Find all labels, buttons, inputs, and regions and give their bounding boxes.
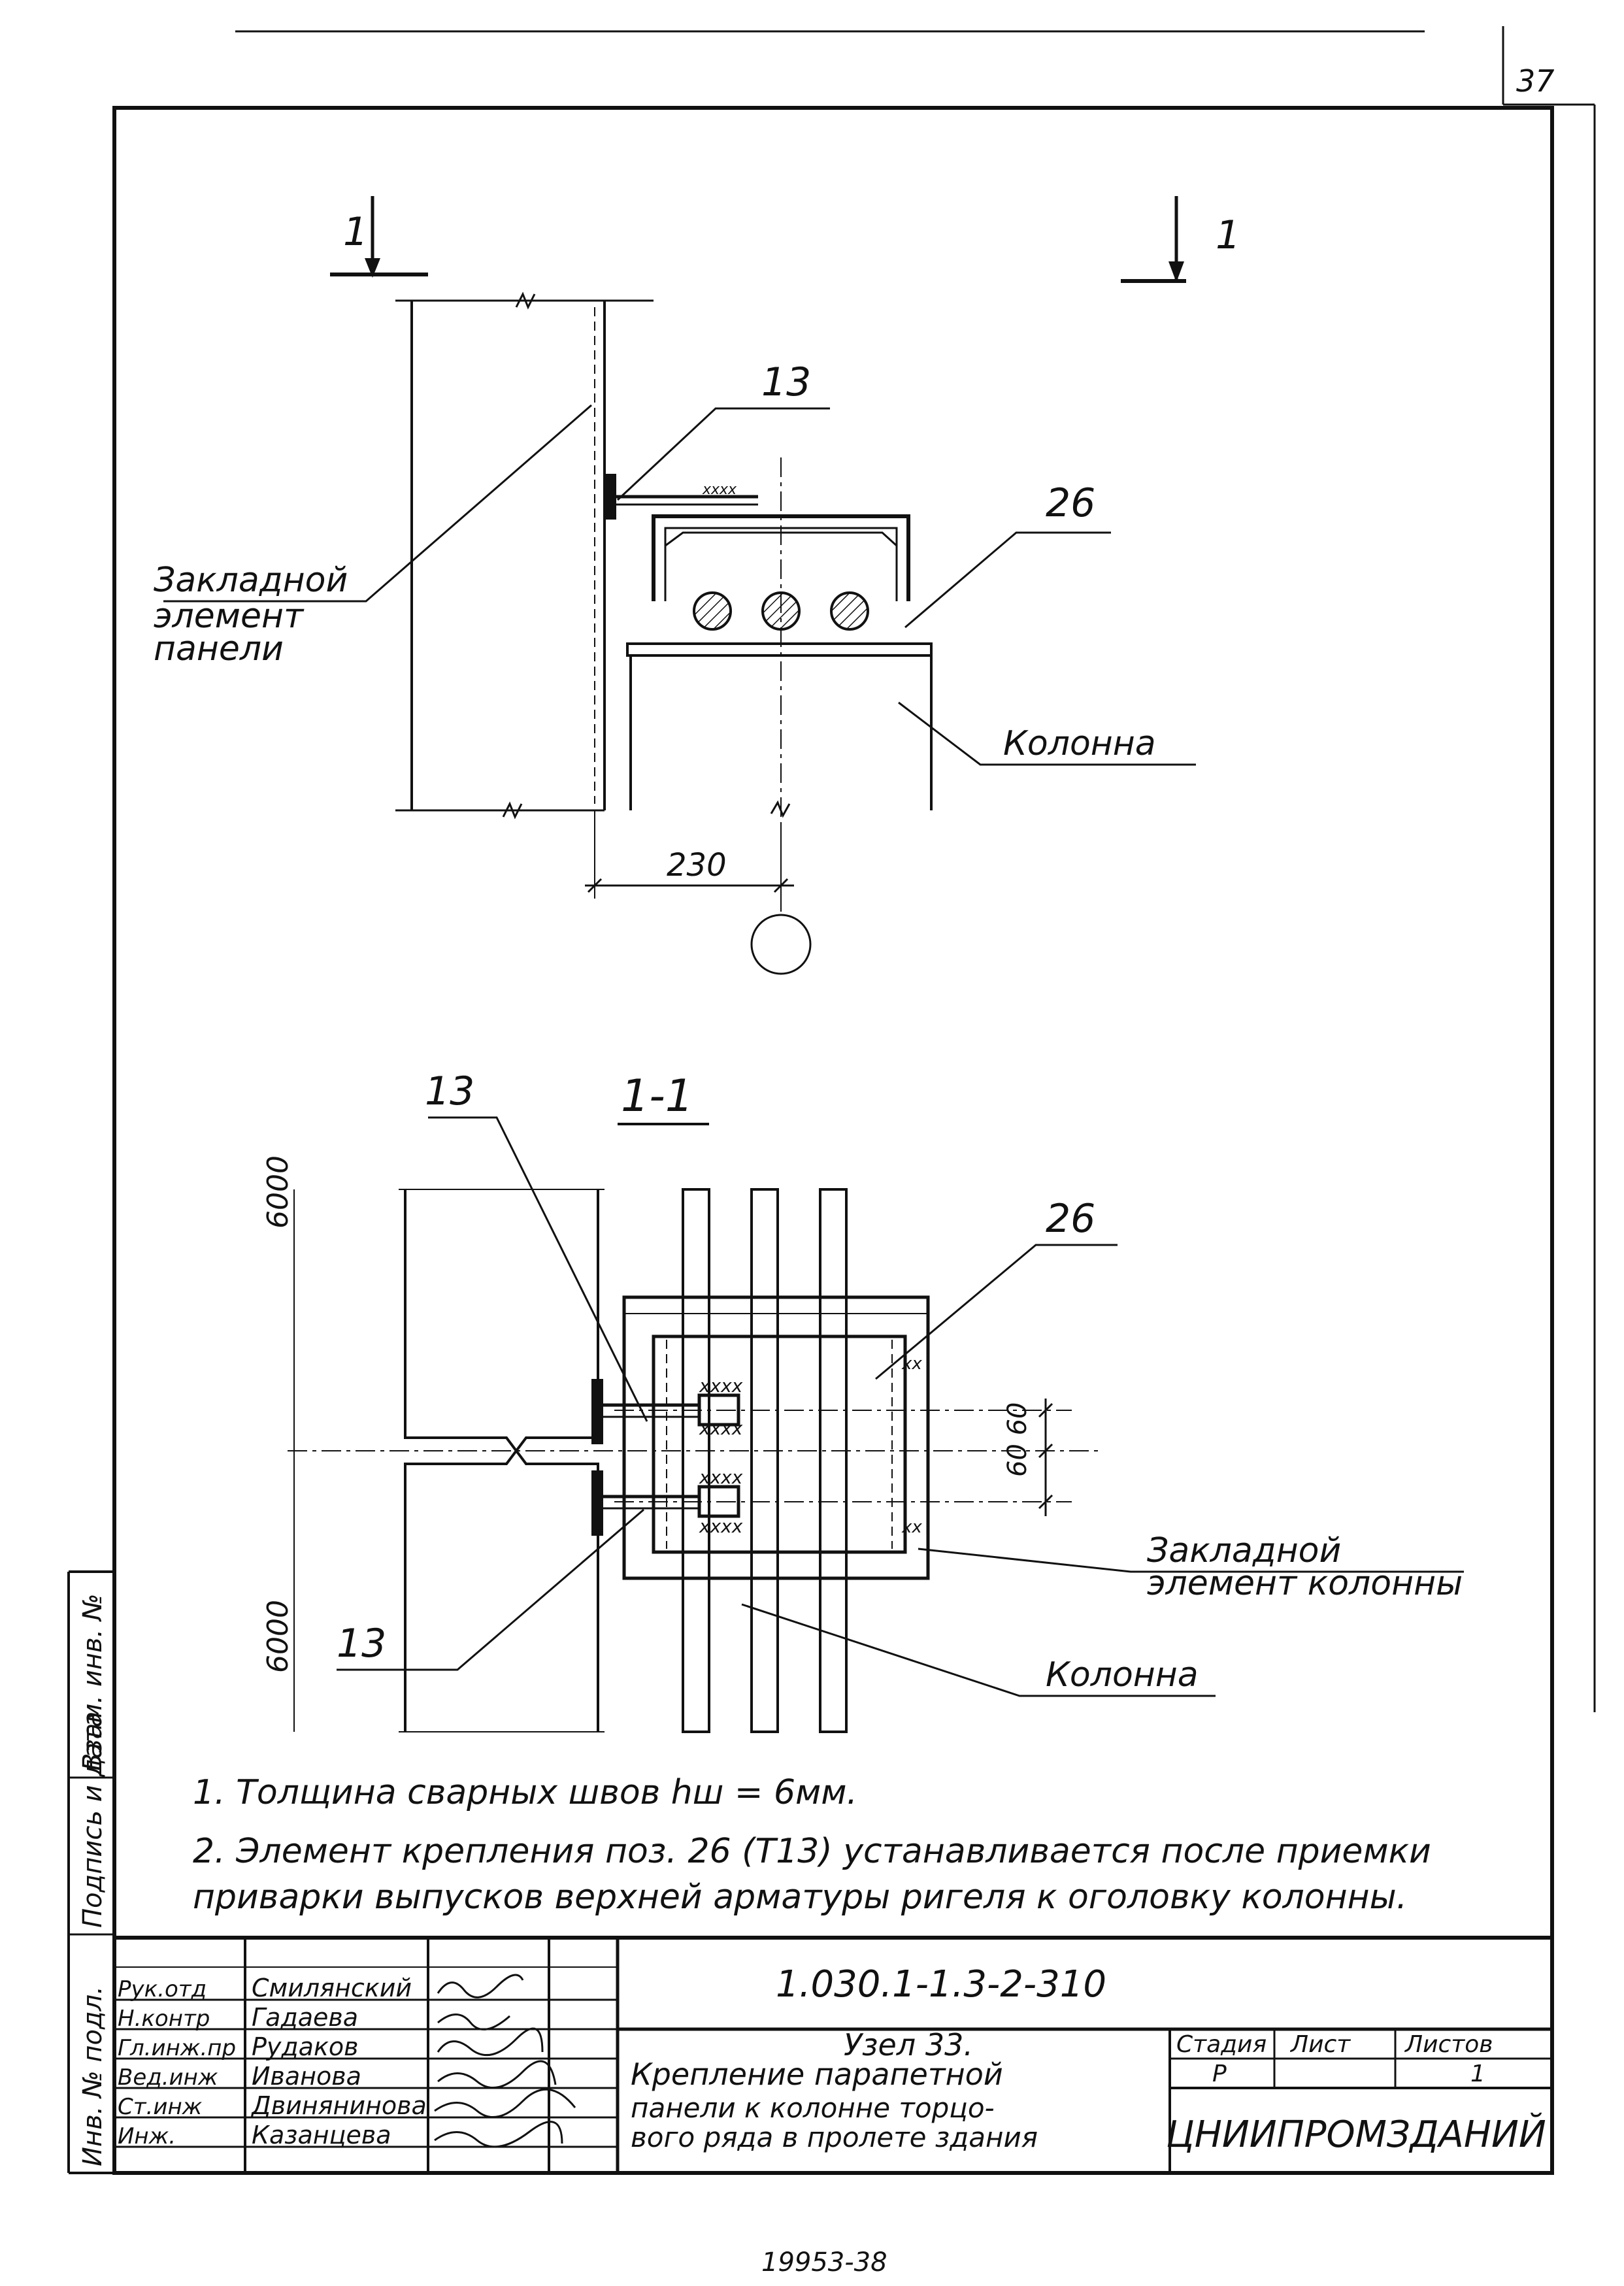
section-title: 1-1 xyxy=(621,1070,693,1122)
section-mark-left: 1 xyxy=(343,209,368,255)
tb-code: 1.030.1-1.3-2-310 xyxy=(776,1963,1106,2006)
tb-role-0: Рук.отд xyxy=(118,1976,207,2002)
note-1: 1. Толщина сварных швов hш = 6мм. xyxy=(193,1773,857,1812)
tb-title-3: панели к колонне торцо- xyxy=(631,2092,995,2124)
signature-2 xyxy=(437,2027,544,2057)
svg-text:xx: xx xyxy=(901,1354,922,1374)
sec-pos-13-bottom: 13 xyxy=(337,1621,386,1666)
dim-230: 230 xyxy=(667,847,727,884)
tb-name-2: Рудаков xyxy=(252,2032,359,2061)
tb-name-0: Смилянский xyxy=(252,1974,412,2002)
dim-6000-bottom: 6000 xyxy=(261,1600,295,1673)
elev-embed-label-3: панели xyxy=(154,629,284,669)
tb-name-3: Иванова xyxy=(252,2062,361,2091)
svg-text:xx: xx xyxy=(901,1517,922,1537)
svg-text:xxxx: xxxx xyxy=(699,1375,743,1397)
signature-5 xyxy=(434,2121,563,2148)
signature-1 xyxy=(437,2013,510,2030)
tb-role-3: Вед.инж xyxy=(118,2064,218,2091)
tb-role-2: Гл.инж.пр xyxy=(118,2035,236,2061)
tb-title-4: вого ряда в пролете здания xyxy=(631,2121,1038,2153)
elev-embed-label-1: Закладной xyxy=(154,561,348,600)
svg-text:xxxx: xxxx xyxy=(699,1516,743,1537)
sec-pos-13-top: 13 xyxy=(425,1068,474,1114)
tb-role-1: Н.контр xyxy=(118,2006,210,2032)
stamp-inv-no: Инв. № подл. xyxy=(78,1986,108,2166)
tb-sheets: 1 xyxy=(1470,2061,1485,2087)
note-3: приварки выпусков верхней арматуры ригел… xyxy=(193,1878,1407,1917)
sec-column-label: Колонна xyxy=(1046,1655,1199,1695)
tb-stage: Р xyxy=(1212,2061,1227,2087)
sec-embed-label-2: элемент колонны xyxy=(1147,1564,1463,1603)
note-2: 2. Элемент крепления поз. 26 (Т13) устан… xyxy=(193,1832,1431,1871)
dim-6000-top: 6000 xyxy=(261,1155,295,1229)
section-mark-right: 1 xyxy=(1216,212,1240,258)
svg-text:xxxx: xxxx xyxy=(702,482,737,498)
elev-pos-26: 26 xyxy=(1046,480,1095,526)
tb-stage-head: Стадия xyxy=(1176,2031,1267,2058)
sec-pos-26: 26 xyxy=(1046,1196,1095,1242)
tb-role-5: Инж. xyxy=(118,2123,176,2149)
signature-3 xyxy=(437,2060,557,2089)
elevation-view: 1 1 xxxx 230 xyxy=(154,196,1240,975)
tb-org: ЦНИИПРОМЗДАНИЙ xyxy=(1166,2113,1546,2156)
tb-title-2: Крепление парапетной xyxy=(631,2057,1003,2092)
tb-role-4: Ст.инж xyxy=(118,2094,203,2120)
tb-sheet-head: Лист xyxy=(1289,2031,1351,2058)
signature-4 xyxy=(434,2088,576,2119)
stamp-sign-date: Подпись и дата xyxy=(78,1712,108,1928)
tb-title-1: Узел 33. xyxy=(844,2027,973,2062)
tb-name-5: Казанцева xyxy=(252,2121,391,2149)
elev-column-label: Колонна xyxy=(1003,724,1156,763)
signature-0 xyxy=(437,1974,524,1998)
page-number: 37 xyxy=(1516,63,1555,99)
stamp-replace-inv: Взам. инв. № xyxy=(78,1593,108,1771)
elev-embed-label-2: элемент xyxy=(154,597,305,636)
elev-pos-13: 13 xyxy=(761,359,811,405)
bottom-note: 19953-38 xyxy=(761,2247,887,2278)
title-block: 1.030.1-1.3-2-310 Узел 33. Крепление пар… xyxy=(112,1936,1554,2175)
dim-60-60: 60 60 xyxy=(1003,1402,1033,1477)
tb-name-1: Гадаева xyxy=(252,2003,358,2032)
svg-text:xxxx: xxxx xyxy=(699,1466,743,1488)
svg-text:xxxx: xxxx xyxy=(699,1417,743,1439)
side-stamp: Инв. № подл. Подпись и дата Взам. инв. № xyxy=(67,1570,114,2174)
section-view: 1-1 xx xx xxxx xxxx xxxx xxxx xyxy=(261,1068,1464,1733)
sec-embed-label-1: Закладной xyxy=(1147,1531,1341,1570)
tb-name-4: Двинянинова xyxy=(250,2091,427,2120)
tb-sheets-head: Листов xyxy=(1404,2031,1493,2058)
